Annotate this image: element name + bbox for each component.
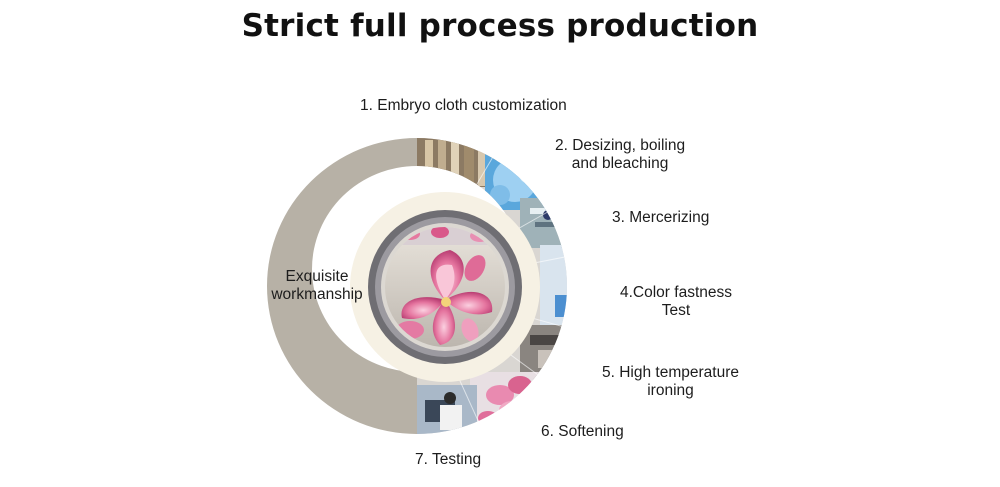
step-label-4: 4.Color fastness Test [620,284,732,319]
center-label-line2: workmanship [271,286,363,303]
process-photo-icon [520,325,567,380]
step-label-2: 2. Desizing, boiling and bleaching [555,137,686,172]
outer-ring-left [267,138,417,434]
step-label-7: 7. Testing [415,451,482,468]
step-label-5: 5. High temperature ironing [602,364,739,399]
process-photo-icon [540,245,567,325]
process-photo-icon [520,198,567,248]
step-label-3: 3. Mercerizing [612,209,710,226]
page-title: Strict full process production [241,8,759,44]
step-label-1: 1. Embryo cloth customization [360,97,567,114]
step-label-6: 6. Softening [541,423,624,440]
process-photo-icon [470,372,550,434]
process-photo-icon [417,385,477,434]
center-label-line1: Exquisite [285,268,349,285]
center-label: Exquisite workmanship [262,268,372,304]
